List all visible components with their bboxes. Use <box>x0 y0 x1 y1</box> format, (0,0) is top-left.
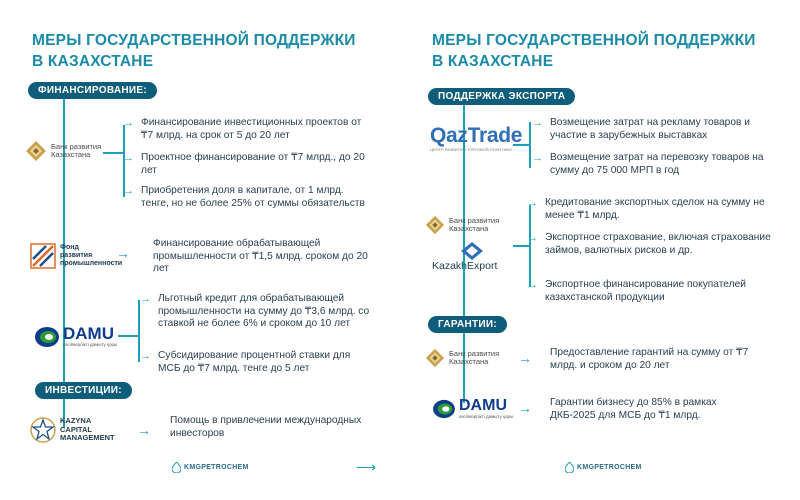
arrow-icon: → <box>123 185 134 197</box>
arrow-icon: → <box>527 279 538 291</box>
bank-logo-line-2: Казахстана <box>449 357 489 366</box>
section-investments-label: ИНВЕСТИЦИИ: <box>35 382 132 399</box>
arrow-right-icon: → <box>518 350 532 366</box>
bank-bracket <box>123 125 125 197</box>
damu-emblem-icon <box>433 399 455 419</box>
damu-emblem-icon <box>35 326 59 347</box>
qaztrade-item-2: → Возмещение затрат на перевозку товаров… <box>532 152 764 176</box>
arrow-right-icon: → <box>518 400 532 416</box>
damu-logo-sub: кәсіпкерлікті дамыту қоры <box>459 414 514 419</box>
page-title: МЕРЫ ГОСУДАРСТВЕННОЙ ПОДДЕРЖКИ В КАЗАХСТ… <box>32 30 372 72</box>
bank-logo-line-2: Казахстана <box>449 224 489 233</box>
arrow-icon: → <box>123 117 134 129</box>
kazyna-line-2: CAPITAL <box>60 424 92 434</box>
arrow-icon: → <box>532 117 543 129</box>
kazakhexport-diamond-icon <box>461 242 484 260</box>
bank-item-2: → Проектное финансирование от ₸7 млрд., … <box>123 152 365 176</box>
qaztrade-bracket <box>529 122 531 168</box>
bank-development-logo: Банк развития Казахстана <box>425 215 499 235</box>
bank-development-logo: Банк развития Казахстана <box>25 140 101 162</box>
arrow-icon: → <box>527 232 538 244</box>
arrow-right-icon: → <box>137 422 151 438</box>
bank-logo-line-1: Банк развития <box>51 141 102 151</box>
next-slide-arrow-icon[interactable]: ⟶ <box>356 459 377 475</box>
title-line-2: В КАЗАХСТАНЕ <box>432 53 554 70</box>
fund-item: Финансирование обрабатывающей промышленн… <box>153 238 368 275</box>
qaztrade-connector <box>513 144 529 146</box>
left-slide: МЕРЫ ГОСУДАРСТВЕННОЙ ПОДДЕРЖКИ В КАЗАХСТ… <box>25 30 377 475</box>
section-guarantees-label: ГАРАНТИИ: <box>428 316 508 333</box>
export-item-1: → Кредитование экспортных сделок на сумм… <box>527 197 765 221</box>
bank-logo-line-1: Банк развития <box>449 348 500 358</box>
kazyna-line-1: KAZYNA <box>60 416 92 426</box>
fund-logo-line-1: Фонд <box>60 244 79 251</box>
bank-development-logo: Банк развития Казахстана <box>425 348 499 368</box>
damu-logo: DAMU кәсіпкерлікті дамыту қоры <box>34 325 117 348</box>
bank-diamond-icon <box>425 348 445 368</box>
damu-connector <box>118 335 138 337</box>
timeline-line <box>63 98 65 428</box>
footer-logo: KMGPETROCHEM <box>565 462 642 473</box>
title-line-1: МЕРЫ ГОСУДАРСТВЕННОЙ ПОДДЕРЖКИ <box>432 32 756 49</box>
qaztrade-logo-sub: ЦЕНТР РАЗВИТИЯ ТОРГОВОЙ ПОЛИТИКИ <box>430 147 512 152</box>
export-item-3: → Экспортное финансирование покупателей … <box>527 279 746 303</box>
damu-logo-text: DAMU <box>63 324 114 343</box>
arrow-icon: → <box>123 152 134 164</box>
bank-item-1: → Финансирование инвестиционных проектов… <box>123 117 362 141</box>
right-slide: МЕРЫ ГОСУДАРСТВЕННОЙ ПОДДЕРЖКИ В КАЗАХСТ… <box>400 0 800 500</box>
bank-item-3: → Приобретения доля в капитале, от 1 млр… <box>123 185 365 209</box>
arrow-icon: → <box>140 293 151 305</box>
damu-logo-sub: кәсіпкерлікті дамыту қоры <box>63 342 118 347</box>
arrow-icon: → <box>527 197 538 209</box>
drop-icon <box>565 462 574 473</box>
guarantee-bank-item: Предоставление гарантий на сумму от ₸7 м… <box>550 347 749 371</box>
damu-item-1: → Льготный кредит для обрабатывающей про… <box>140 293 370 330</box>
damu-logo: DAMU кәсіпкерлікті дамыту қоры <box>432 398 513 420</box>
bank-connector <box>103 152 123 154</box>
kazyna-logo: KAZYNA CAPITAL MANAGEMENT <box>30 417 115 443</box>
kazyna-star-icon <box>30 417 56 443</box>
qaztrade-logo: QazTrade ЦЕНТР РАЗВИТИЯ ТОРГОВОЙ ПОЛИТИК… <box>430 125 522 153</box>
industry-fund-logo: Фонд развития промышленности <box>30 243 122 269</box>
drop-icon <box>172 462 181 473</box>
export-connector <box>513 245 529 247</box>
kazakhexport-logo-text: KazakhExport <box>432 260 498 272</box>
damu-item-2: → Субсидирование процентной ставки для М… <box>140 350 351 374</box>
section-export-label: ПОДДЕРЖКА ЭКСПОРТА <box>428 88 576 105</box>
arrow-right-icon: → <box>116 245 130 261</box>
bank-diamond-icon <box>425 215 445 235</box>
industry-fund-icon <box>30 243 56 269</box>
bank-diamond-icon <box>26 141 46 161</box>
section-financing-label: ФИНАНСИРОВАНИЕ: <box>28 82 157 99</box>
kazyna-line-3: MANAGEMENT <box>60 433 115 443</box>
bank-logo-line-1: Банк развития <box>449 215 500 225</box>
arrow-icon: → <box>532 152 543 164</box>
qaztrade-item-1: → Возмещение затрат на рекламу товаров и… <box>532 117 750 141</box>
kazyna-item: Помощь в привлечении международных инвес… <box>170 415 362 439</box>
title-line-1: МЕРЫ ГОСУДАРСТВЕННОЙ ПОДДЕРЖКИ <box>32 32 356 49</box>
fund-logo-line-3: промышленности <box>60 260 123 267</box>
bank-logo-line-2: Казахстана <box>51 150 91 159</box>
kazakhexport-logo: KazakhExport <box>432 242 497 272</box>
page-title: МЕРЫ ГОСУДАРСТВЕННОЙ ПОДДЕРЖКИ В КАЗАХСТ… <box>432 30 772 72</box>
guarantee-damu-item: Гарантии бизнесу до 85% в рамках ДКБ-202… <box>550 397 717 421</box>
fund-logo-line-2: развития <box>60 252 93 259</box>
damu-bracket <box>138 300 140 362</box>
footer-logo: KMGPETROCHEM <box>172 462 249 473</box>
qaztrade-logo-text: QazTrade <box>430 124 523 147</box>
arrow-icon: → <box>140 350 151 362</box>
export-bracket <box>529 205 531 287</box>
export-item-2: → Экспортное страхование, включая страхо… <box>527 232 771 256</box>
damu-logo-text: DAMU <box>459 397 507 414</box>
title-line-2: В КАЗАХСТАНЕ <box>32 53 154 70</box>
